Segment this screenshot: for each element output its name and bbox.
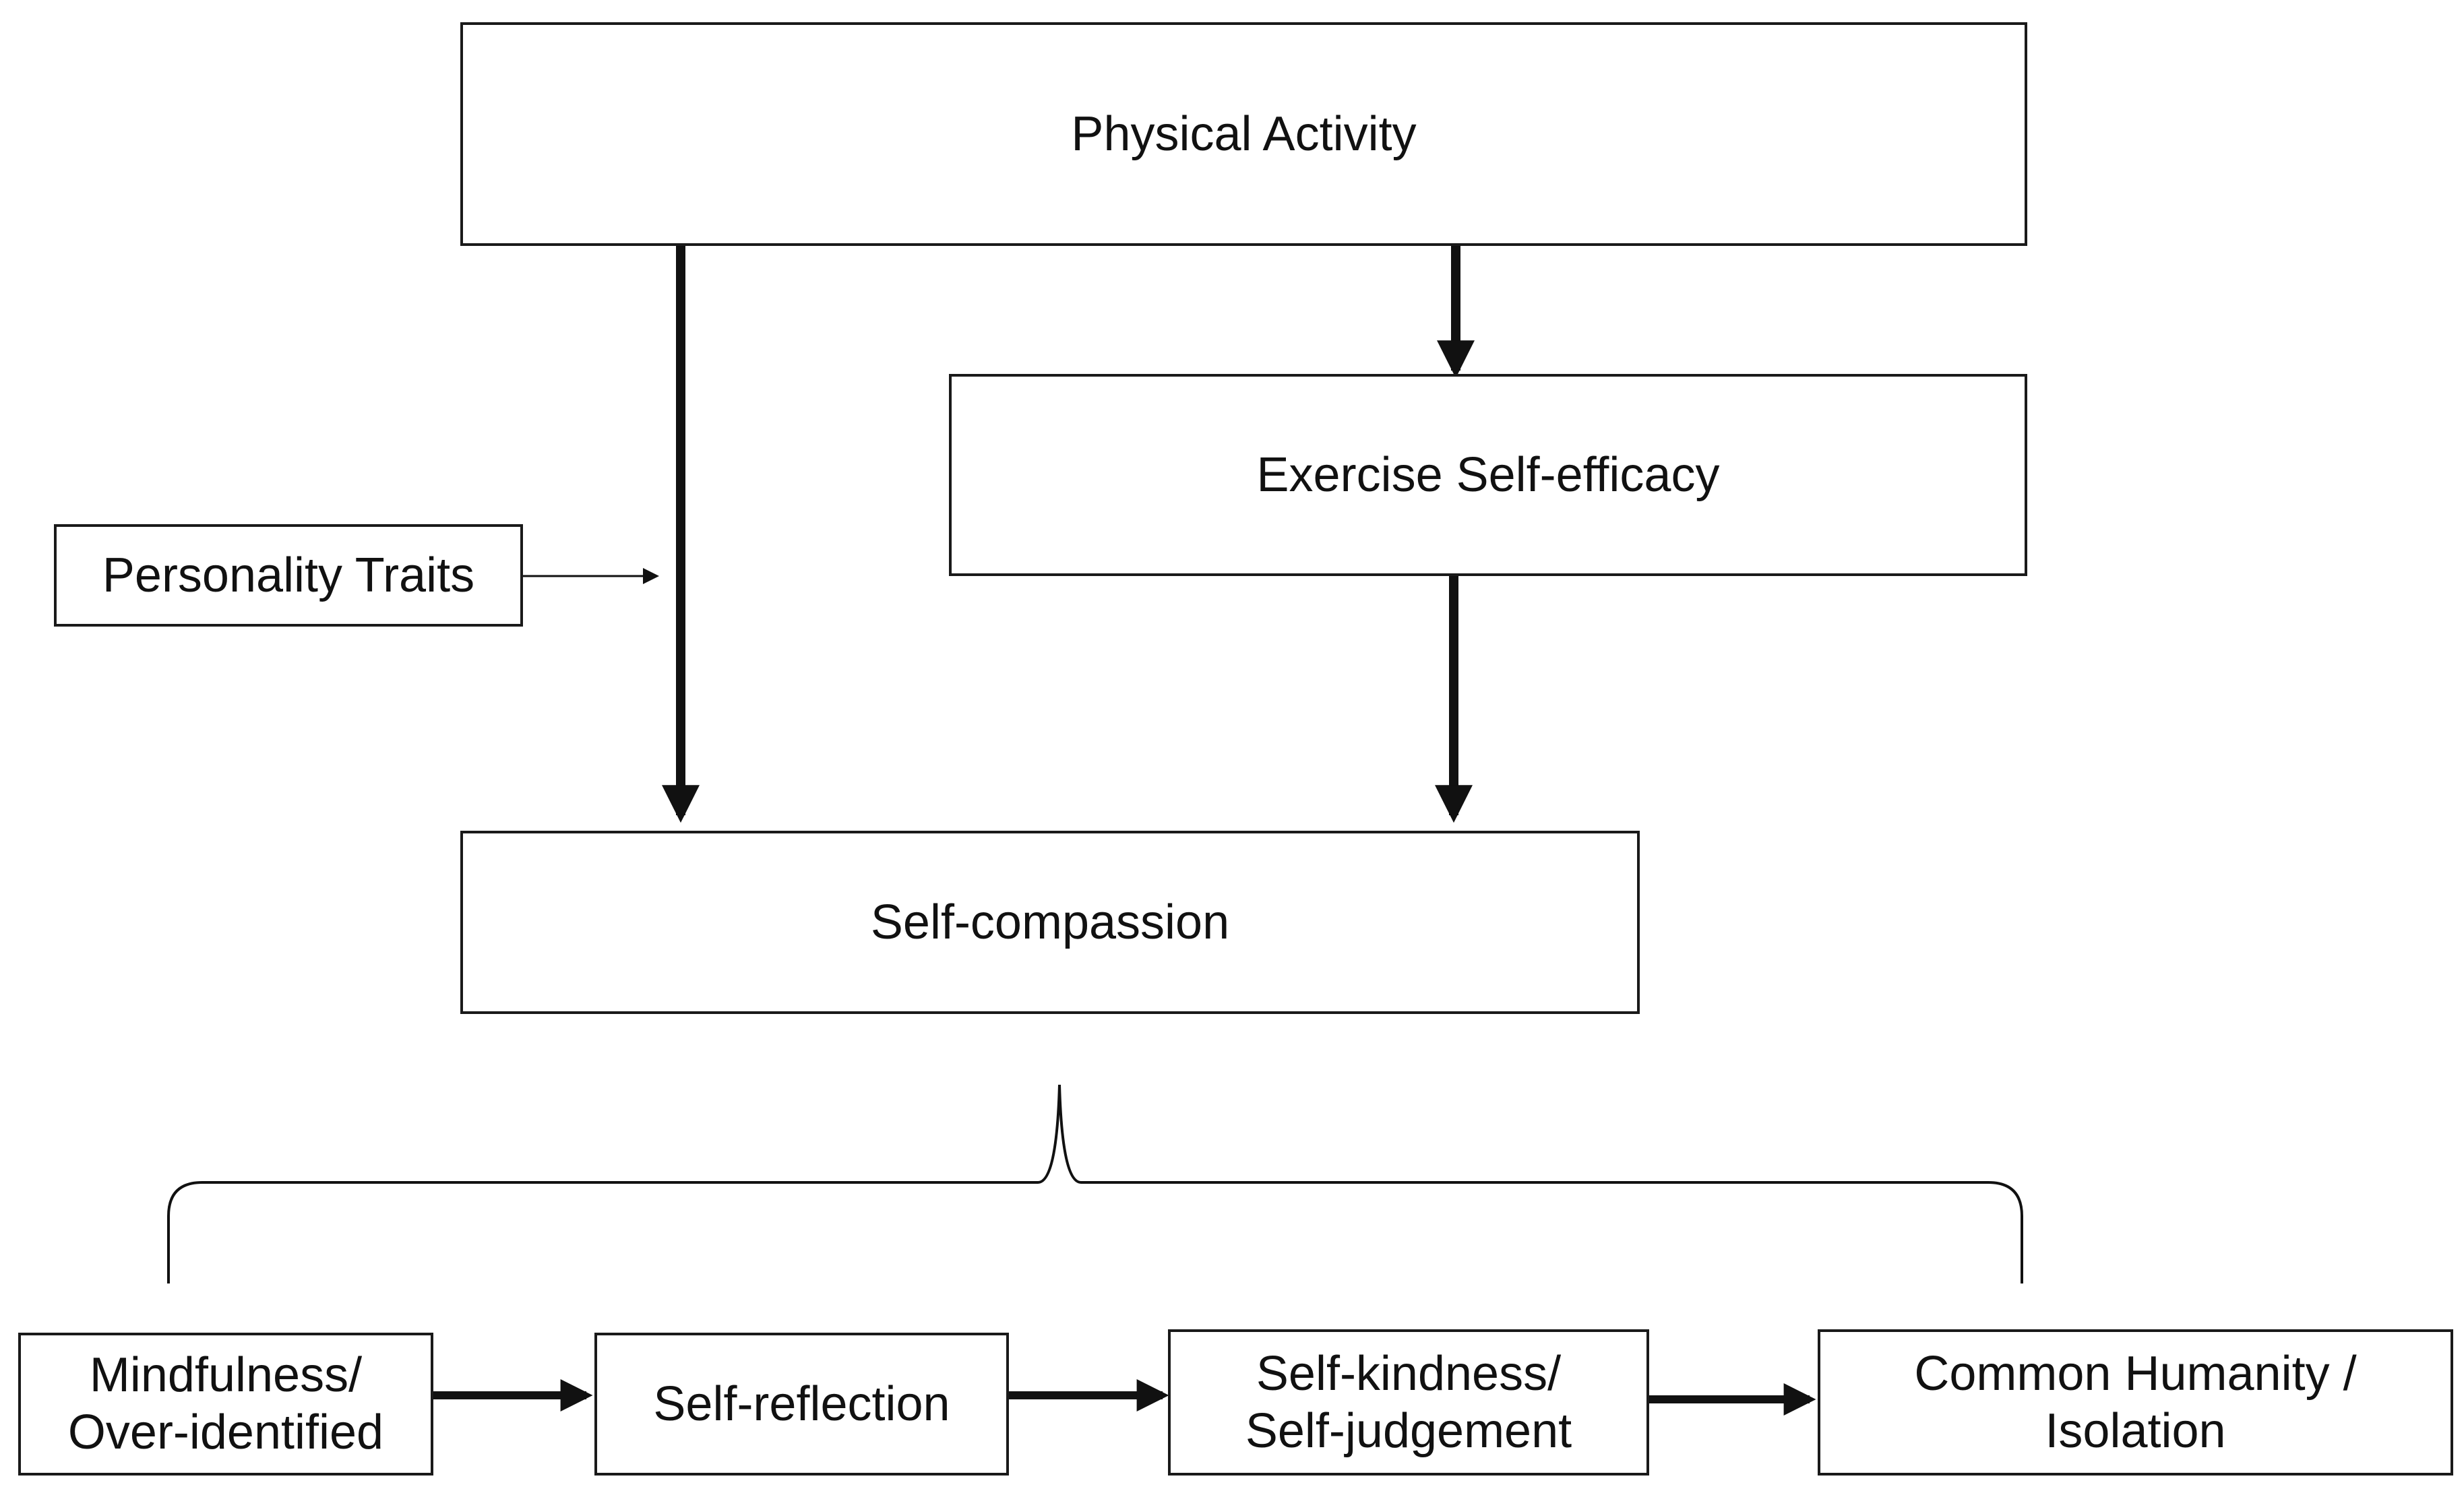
personality-traits-label: Personality Traits [102,548,475,602]
component-common-humanity-line1: Common Humanity / [1914,1346,2357,1401]
personality-traits-box: Personality Traits [54,524,523,627]
component-mindfulness-line2: Over-identified [67,1405,384,1459]
component-common-humanity-line2: Isolation [2045,1403,2226,1458]
exercise-self-efficacy-label: Exercise Self-efficacy [1256,447,1720,502]
self-compassion-label: Self-compassion [870,895,1230,949]
component-box-self-reflection: Self-reflection [594,1333,1009,1476]
component-box-mindfulness: Mindfulness/ Over-identified [18,1333,433,1476]
component-self-reflection-line1: Self-reflection [653,1376,950,1431]
self-compassion-box: Self-compassion [460,831,1640,1014]
physical-activity-box: Physical Activity [460,22,2027,246]
physical-activity-label: Physical Activity [1071,106,1417,161]
exercise-self-efficacy-box: Exercise Self-efficacy [949,374,2027,576]
component-self-kindness-line1: Self-kindness/ [1256,1346,1562,1401]
component-box-self-kindness: Self-kindness/ Self-judgement [1168,1329,1649,1476]
component-box-common-humanity: Common Humanity / Isolation [1818,1329,2453,1476]
brace-self-compassion-components [167,1084,2023,1283]
component-mindfulness-line1: Mindfulness/ [89,1348,363,1403]
component-self-kindness-line2: Self-judgement [1245,1403,1572,1458]
